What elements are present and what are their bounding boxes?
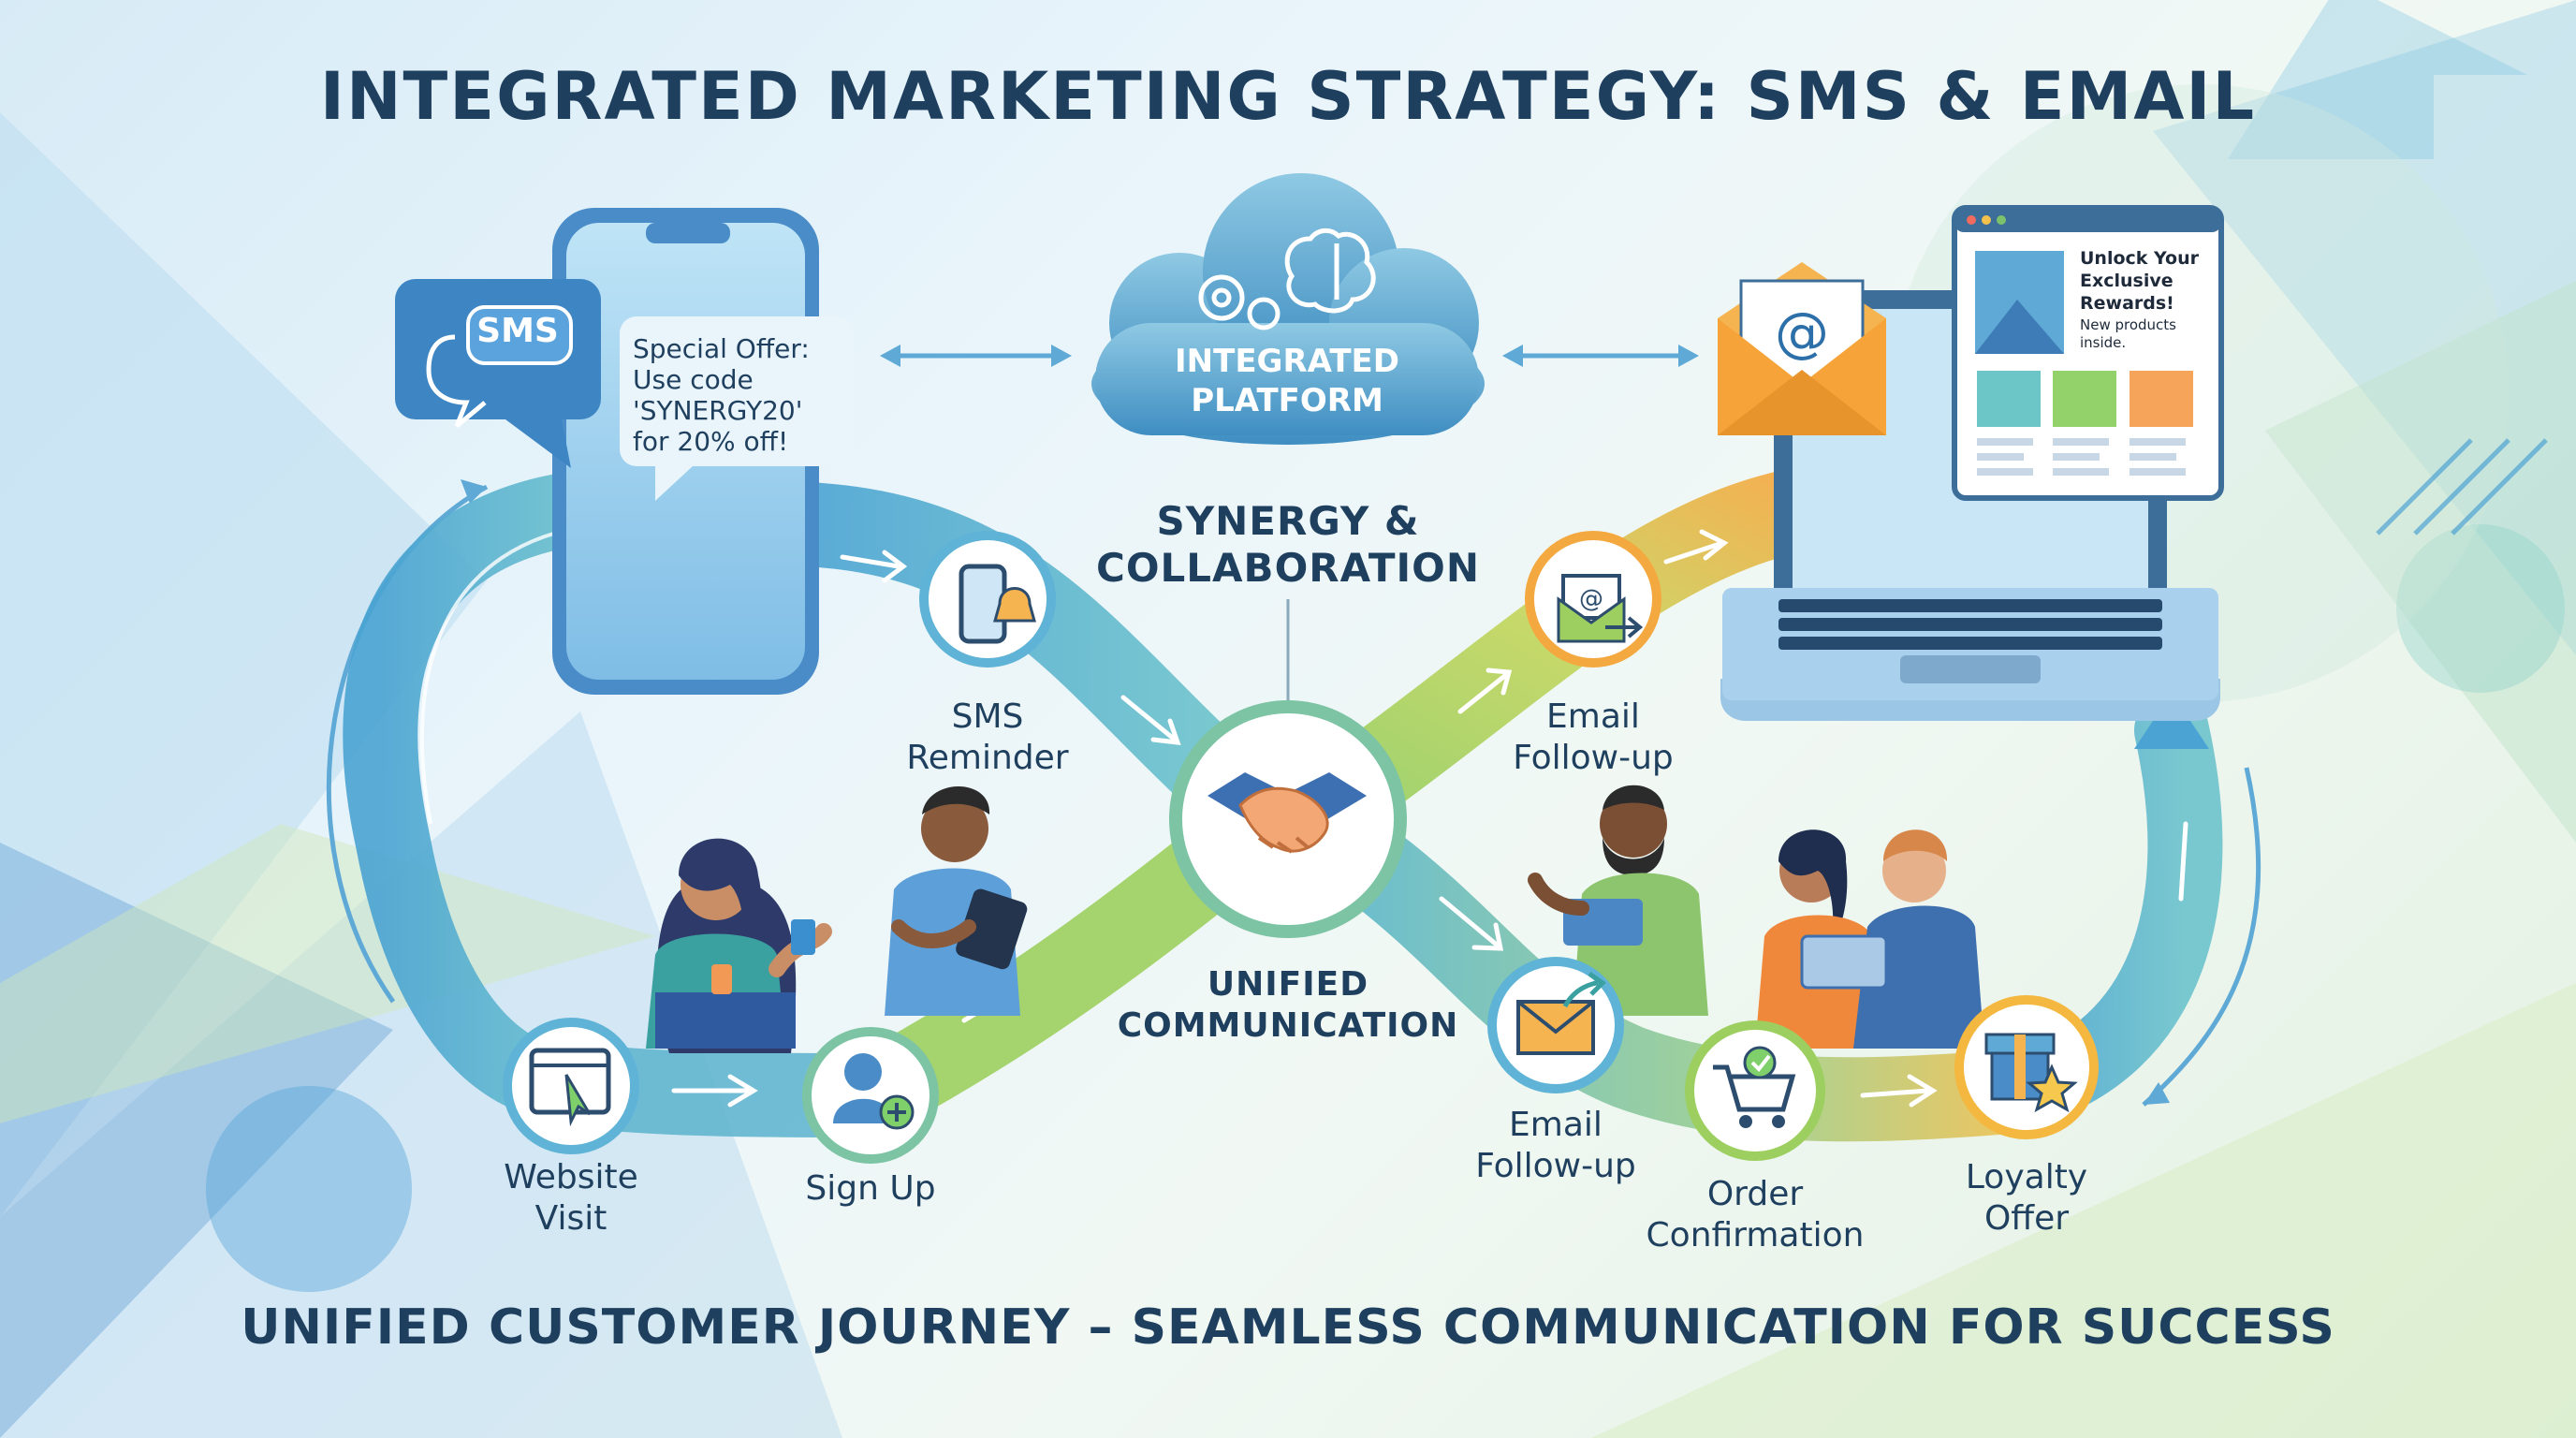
synergy-collaboration-label: SYNERGY & COLLABORATION — [1096, 498, 1480, 591]
journey-step-website-visit-label: Website Visit — [504, 1158, 638, 1238]
email-follow-up-top-node: @ — [1525, 531, 1661, 668]
envelope-arrow-icon — [1516, 971, 1606, 1055]
journey-step-email-follow-up-bottom-label: Email Follow-up — [1475, 1106, 1636, 1185]
svg-text:@: @ — [1579, 585, 1603, 613]
svg-text:@: @ — [1775, 301, 1829, 364]
gift-star-icon — [1984, 1033, 2078, 1113]
website-cursor-icon — [529, 1048, 611, 1127]
journey-step-sign-up-label: Sign Up — [805, 1169, 936, 1208]
website-visit-node — [503, 1018, 639, 1154]
journey-step-email-follow-up-top-label: Email Follow-up — [1513, 697, 1674, 777]
handshake-node — [1169, 700, 1407, 938]
sign-up-node — [802, 1027, 939, 1164]
journey-step-sms-reminder-label: SMS Reminder — [906, 697, 1069, 777]
integrated-platform-label: INTEGRATED PLATFORM — [1175, 343, 1399, 419]
order-confirmation-node — [1685, 1020, 1825, 1161]
cart-check-icon — [1713, 1046, 1796, 1128]
journey-step-loyalty-offer-label: Loyalty Offer — [1965, 1158, 2088, 1238]
couple-with-laptop-figure — [1755, 829, 1984, 1049]
sms-reminder-node — [919, 531, 1056, 668]
add-user-icon — [833, 1053, 915, 1130]
email-follow-up-bottom-node — [1487, 957, 1624, 1093]
man-with-tablet-figure — [885, 786, 1028, 1016]
unified-communication-label: UNIFIED COMMUNICATION — [1117, 965, 1459, 1045]
loyalty-offer-node — [1954, 995, 2099, 1139]
email-preview-subtext: New products inside. — [2080, 316, 2176, 351]
email-preview-headline: Unlock Your Exclusive Rewards! — [2080, 248, 2199, 314]
email-arrow-icon: @ — [1557, 574, 1644, 643]
page-title: INTEGRATED MARKETING STRATEGY: SMS & EMA… — [319, 58, 2257, 135]
woman-with-coffee-figure — [646, 838, 832, 1053]
footer-tagline: UNIFIED CUSTOMER JOURNEY – SEAMLESS COMM… — [241, 1299, 2335, 1356]
handshake-icon — [1208, 772, 1367, 854]
journey-step-order-confirmation-label: Order Confirmation — [1646, 1175, 1865, 1255]
phone-bell-icon — [959, 564, 1036, 644]
sms-offer-message: Special Offer: Use code 'SYNERGY20' for … — [633, 333, 810, 457]
cloud-shape — [1091, 173, 1485, 445]
sms-badge-text: SMS — [476, 312, 559, 350]
